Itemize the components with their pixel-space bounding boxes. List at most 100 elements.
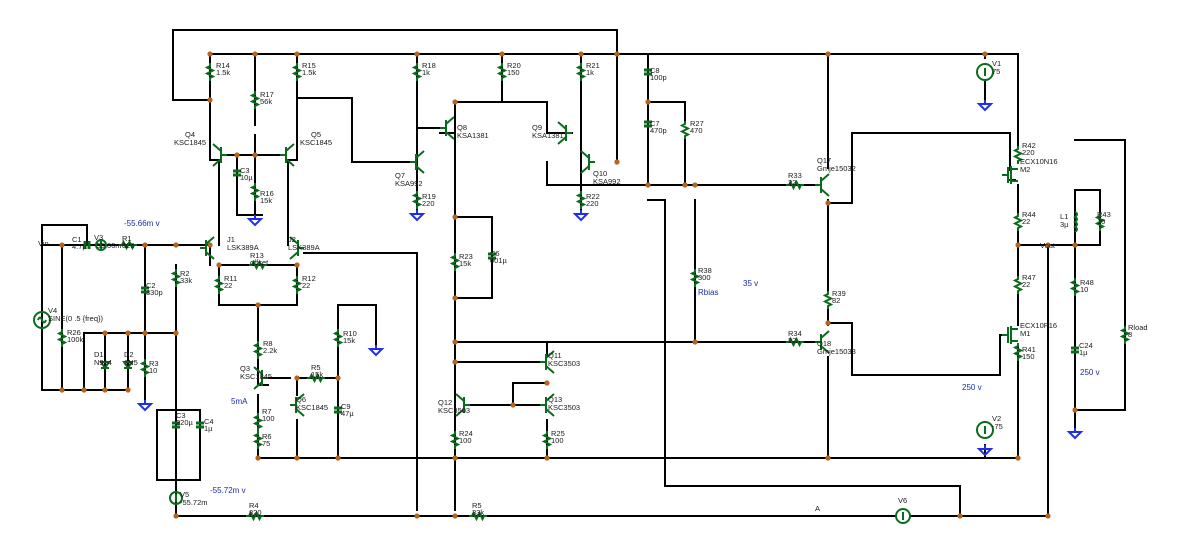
transistor-collector: [415, 150, 425, 159]
transistor-collector: [545, 350, 555, 359]
components: [33, 63, 1131, 524]
capacitor-c1: [83, 241, 91, 249]
junction-dot: [692, 182, 698, 188]
resistor-body: [291, 276, 303, 294]
transistor-q3: [253, 366, 268, 390]
resistor-body: [56, 329, 68, 347]
resistor-body: [541, 431, 553, 449]
junction-dot: [173, 242, 179, 248]
transistor-collector: [212, 143, 222, 152]
resistor-r27: [679, 121, 691, 139]
capacitor-ref: C2: [146, 281, 156, 290]
capacitor-value: 470p: [650, 126, 667, 135]
resistor-r18: [411, 63, 423, 81]
resistor-body: [332, 329, 344, 347]
resistor-value: 15k: [260, 196, 272, 205]
inductor-coil: [1073, 211, 1078, 233]
inductor-ref: L1: [1060, 212, 1068, 221]
junction-dot: [59, 387, 65, 393]
junction-dot: [645, 182, 651, 188]
junction-dot: [102, 330, 108, 336]
transistor-collector: [557, 121, 567, 130]
node-vout: Vout: [1040, 241, 1056, 250]
resistor-body: [246, 510, 264, 522]
transistor-ref: Q9: [532, 123, 542, 132]
resistor-ref: R44: [1022, 210, 1036, 219]
inductor-l1: [1073, 211, 1078, 233]
transistor-collector: [820, 330, 830, 339]
resistor-r4: [246, 510, 264, 522]
capacitor-ref: C3: [176, 411, 186, 420]
junction-dot: [207, 51, 213, 57]
capacitor-ref: C1: [72, 235, 82, 244]
resistor-value: 820: [249, 508, 262, 517]
resistor-value: 1k: [422, 68, 430, 77]
capacitor-ref: C7: [650, 119, 660, 128]
resistor-value: 10: [1080, 285, 1088, 294]
transistor-emitter: [455, 408, 465, 417]
source-v5: [169, 491, 183, 505]
resistor-value: 10: [149, 366, 157, 375]
junction-dot: [335, 455, 341, 461]
transistor-part: LSK389A: [288, 243, 320, 252]
transistor-part: KSA992: [593, 177, 621, 186]
ground-symbol: [976, 100, 994, 112]
source-v1: [976, 63, 994, 81]
capacitor-c3a: [233, 169, 241, 177]
resistor-ref: R6: [262, 432, 272, 441]
junction-dot: [414, 513, 420, 519]
resistor-value: offset: [250, 258, 269, 267]
resistor-r3: [139, 359, 151, 377]
transistor-part: LSK389A: [227, 243, 259, 252]
source-v4: [33, 311, 51, 329]
source-value: SINE(0 .5 {freq}): [48, 314, 104, 323]
junction-dot: [294, 262, 300, 268]
ground-symbol: [572, 210, 590, 222]
voltage-annotation: -55.72m v: [210, 486, 246, 495]
transistor-part: KSC1845: [174, 138, 206, 147]
capacitor-value: 4.7µ: [72, 242, 87, 251]
resistor-ref: R25: [551, 429, 565, 438]
resistor-body: [249, 183, 261, 201]
source-ref: V1: [992, 59, 1001, 68]
resistor-r21: [575, 63, 587, 81]
resistor-ref: R21: [586, 61, 600, 70]
resistor-ref: R5: [311, 363, 321, 372]
capacitor-value: 100p: [650, 73, 667, 82]
transistor-ref: Q8: [457, 123, 467, 132]
junction-dot: [207, 242, 213, 248]
mosfet-part: ECX10N16: [1020, 157, 1058, 166]
transistor-emitter: [285, 158, 295, 167]
resistor-r23: [449, 253, 461, 271]
junction-dot: [125, 330, 131, 336]
transistor-emitter: [415, 165, 425, 174]
transistor-collector: [253, 366, 263, 375]
resistor-r16: [249, 183, 261, 201]
capacitor-ref: C9: [341, 402, 351, 411]
resistor-value: 2.2k: [263, 346, 277, 355]
grounds: [136, 100, 1084, 457]
source-ref: V6: [898, 496, 907, 505]
transistor-q10: [580, 150, 595, 174]
ground-symbol: [136, 400, 154, 412]
resistor-value: 150: [507, 68, 520, 77]
resistor-r19: [411, 191, 423, 209]
resistor-r38: [689, 269, 701, 287]
resistor-ref: R15: [302, 61, 316, 70]
resistor-ref: R24: [459, 429, 473, 438]
resistor-value: 22: [788, 336, 796, 345]
junction-dot: [544, 455, 550, 461]
resistor-value: 1.5k: [216, 68, 230, 77]
resistor-body: [449, 253, 461, 271]
transistor-part: Gmje15033: [817, 347, 856, 356]
transistor-emitter: [212, 158, 222, 167]
resistor-r44: [1012, 213, 1024, 231]
inductor-value: 3µ: [1060, 220, 1069, 229]
junction-dot: [216, 262, 222, 268]
junction-dot: [1072, 407, 1078, 413]
transistor-q13: [540, 393, 555, 417]
resistor-body: [449, 431, 461, 449]
resistor-ref: R4: [249, 501, 259, 510]
resistor-r17: [249, 91, 261, 109]
capacitor-c7: [644, 120, 652, 128]
